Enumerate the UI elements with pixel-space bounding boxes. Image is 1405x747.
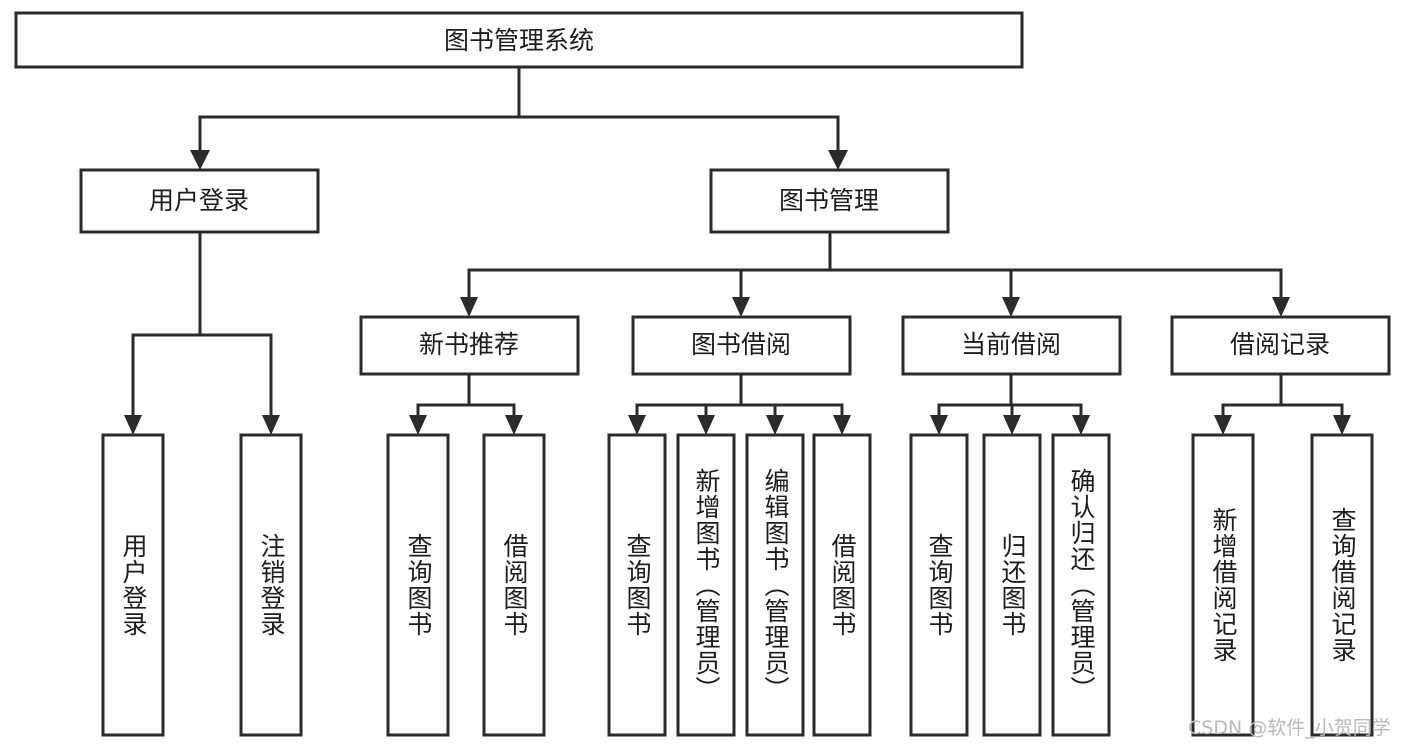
node-leaf-add-record[interactable] (1191, 433, 1255, 737)
node-root[interactable] (14, 11, 1024, 69)
node-leaf-query-book-brw[interactable] (607, 433, 667, 737)
node-current-borrow-label: 当前借阅 (961, 330, 1061, 359)
node-current-borrow[interactable] (901, 315, 1122, 376)
nodes-group: 图书管理系统 用户登录 图书管理 新书推荐 图书借阅 当前借阅 借阅记录 (14, 11, 1391, 737)
node-user-login-label: 用户登录 (149, 186, 249, 215)
arrowhead-leaf-edit-book (766, 415, 784, 435)
arrowhead-borrow-record (1272, 297, 1290, 317)
node-book-manage[interactable] (709, 168, 950, 234)
node-leaf-borrow-book-brw[interactable] (812, 433, 872, 737)
node-root-label: 图书管理系统 (444, 26, 594, 55)
node-leaf-user-logout[interactable] (239, 433, 303, 737)
node-book-borrow-label: 图书借阅 (691, 330, 791, 359)
arrowhead-leaf-query-book-rec (409, 415, 427, 435)
arrowhead-leaf-query-record (1333, 415, 1351, 435)
node-leaf-edit-book[interactable] (745, 433, 805, 737)
arrowhead-leaf-confirm-return (1072, 415, 1090, 435)
arrowhead-new-book-rec (460, 297, 478, 317)
node-leaf-user-login[interactable] (101, 433, 165, 737)
arrowhead-leaf-query-book-brw (628, 415, 646, 435)
arrowhead-leaf-user-login (124, 415, 142, 435)
arrowhead-book-manage (828, 150, 848, 170)
node-leaf-add-book[interactable] (676, 433, 736, 737)
arrowhead-leaf-add-record (1214, 415, 1232, 435)
node-borrow-record-label: 借阅记录 (1230, 330, 1330, 359)
csdn-watermark: CSDN @软件_小贺同学 (1188, 717, 1391, 739)
node-book-borrow[interactable] (631, 315, 852, 376)
connectors-group (124, 65, 1351, 435)
node-leaf-query-book-rec[interactable] (386, 433, 450, 737)
arrowhead-leaf-borrow-book-rec (505, 415, 523, 435)
node-user-login[interactable] (79, 168, 320, 234)
node-book-manage-label: 图书管理 (779, 186, 879, 215)
arrowhead-current-borrow (1002, 297, 1020, 317)
node-leaf-return-book[interactable] (982, 433, 1042, 737)
arrowhead-user-login (190, 150, 210, 170)
arrowhead-leaf-user-logout (262, 415, 280, 435)
node-leaf-query-record[interactable] (1310, 433, 1374, 737)
arrowhead-book-borrow (732, 297, 750, 317)
node-leaf-confirm-return[interactable] (1051, 433, 1111, 737)
arrowhead-leaf-query-book-cur (930, 415, 948, 435)
node-borrow-record[interactable] (1170, 315, 1391, 376)
node-leaf-query-book-cur[interactable] (909, 433, 969, 737)
node-new-book-rec[interactable] (359, 315, 580, 376)
node-leaf-borrow-book-rec[interactable] (482, 433, 546, 737)
arrowhead-leaf-return-book (1003, 415, 1021, 435)
arrowhead-leaf-borrow-book-brw (833, 415, 851, 435)
node-new-book-rec-label: 新书推荐 (419, 330, 519, 359)
arrowhead-leaf-add-book (697, 415, 715, 435)
